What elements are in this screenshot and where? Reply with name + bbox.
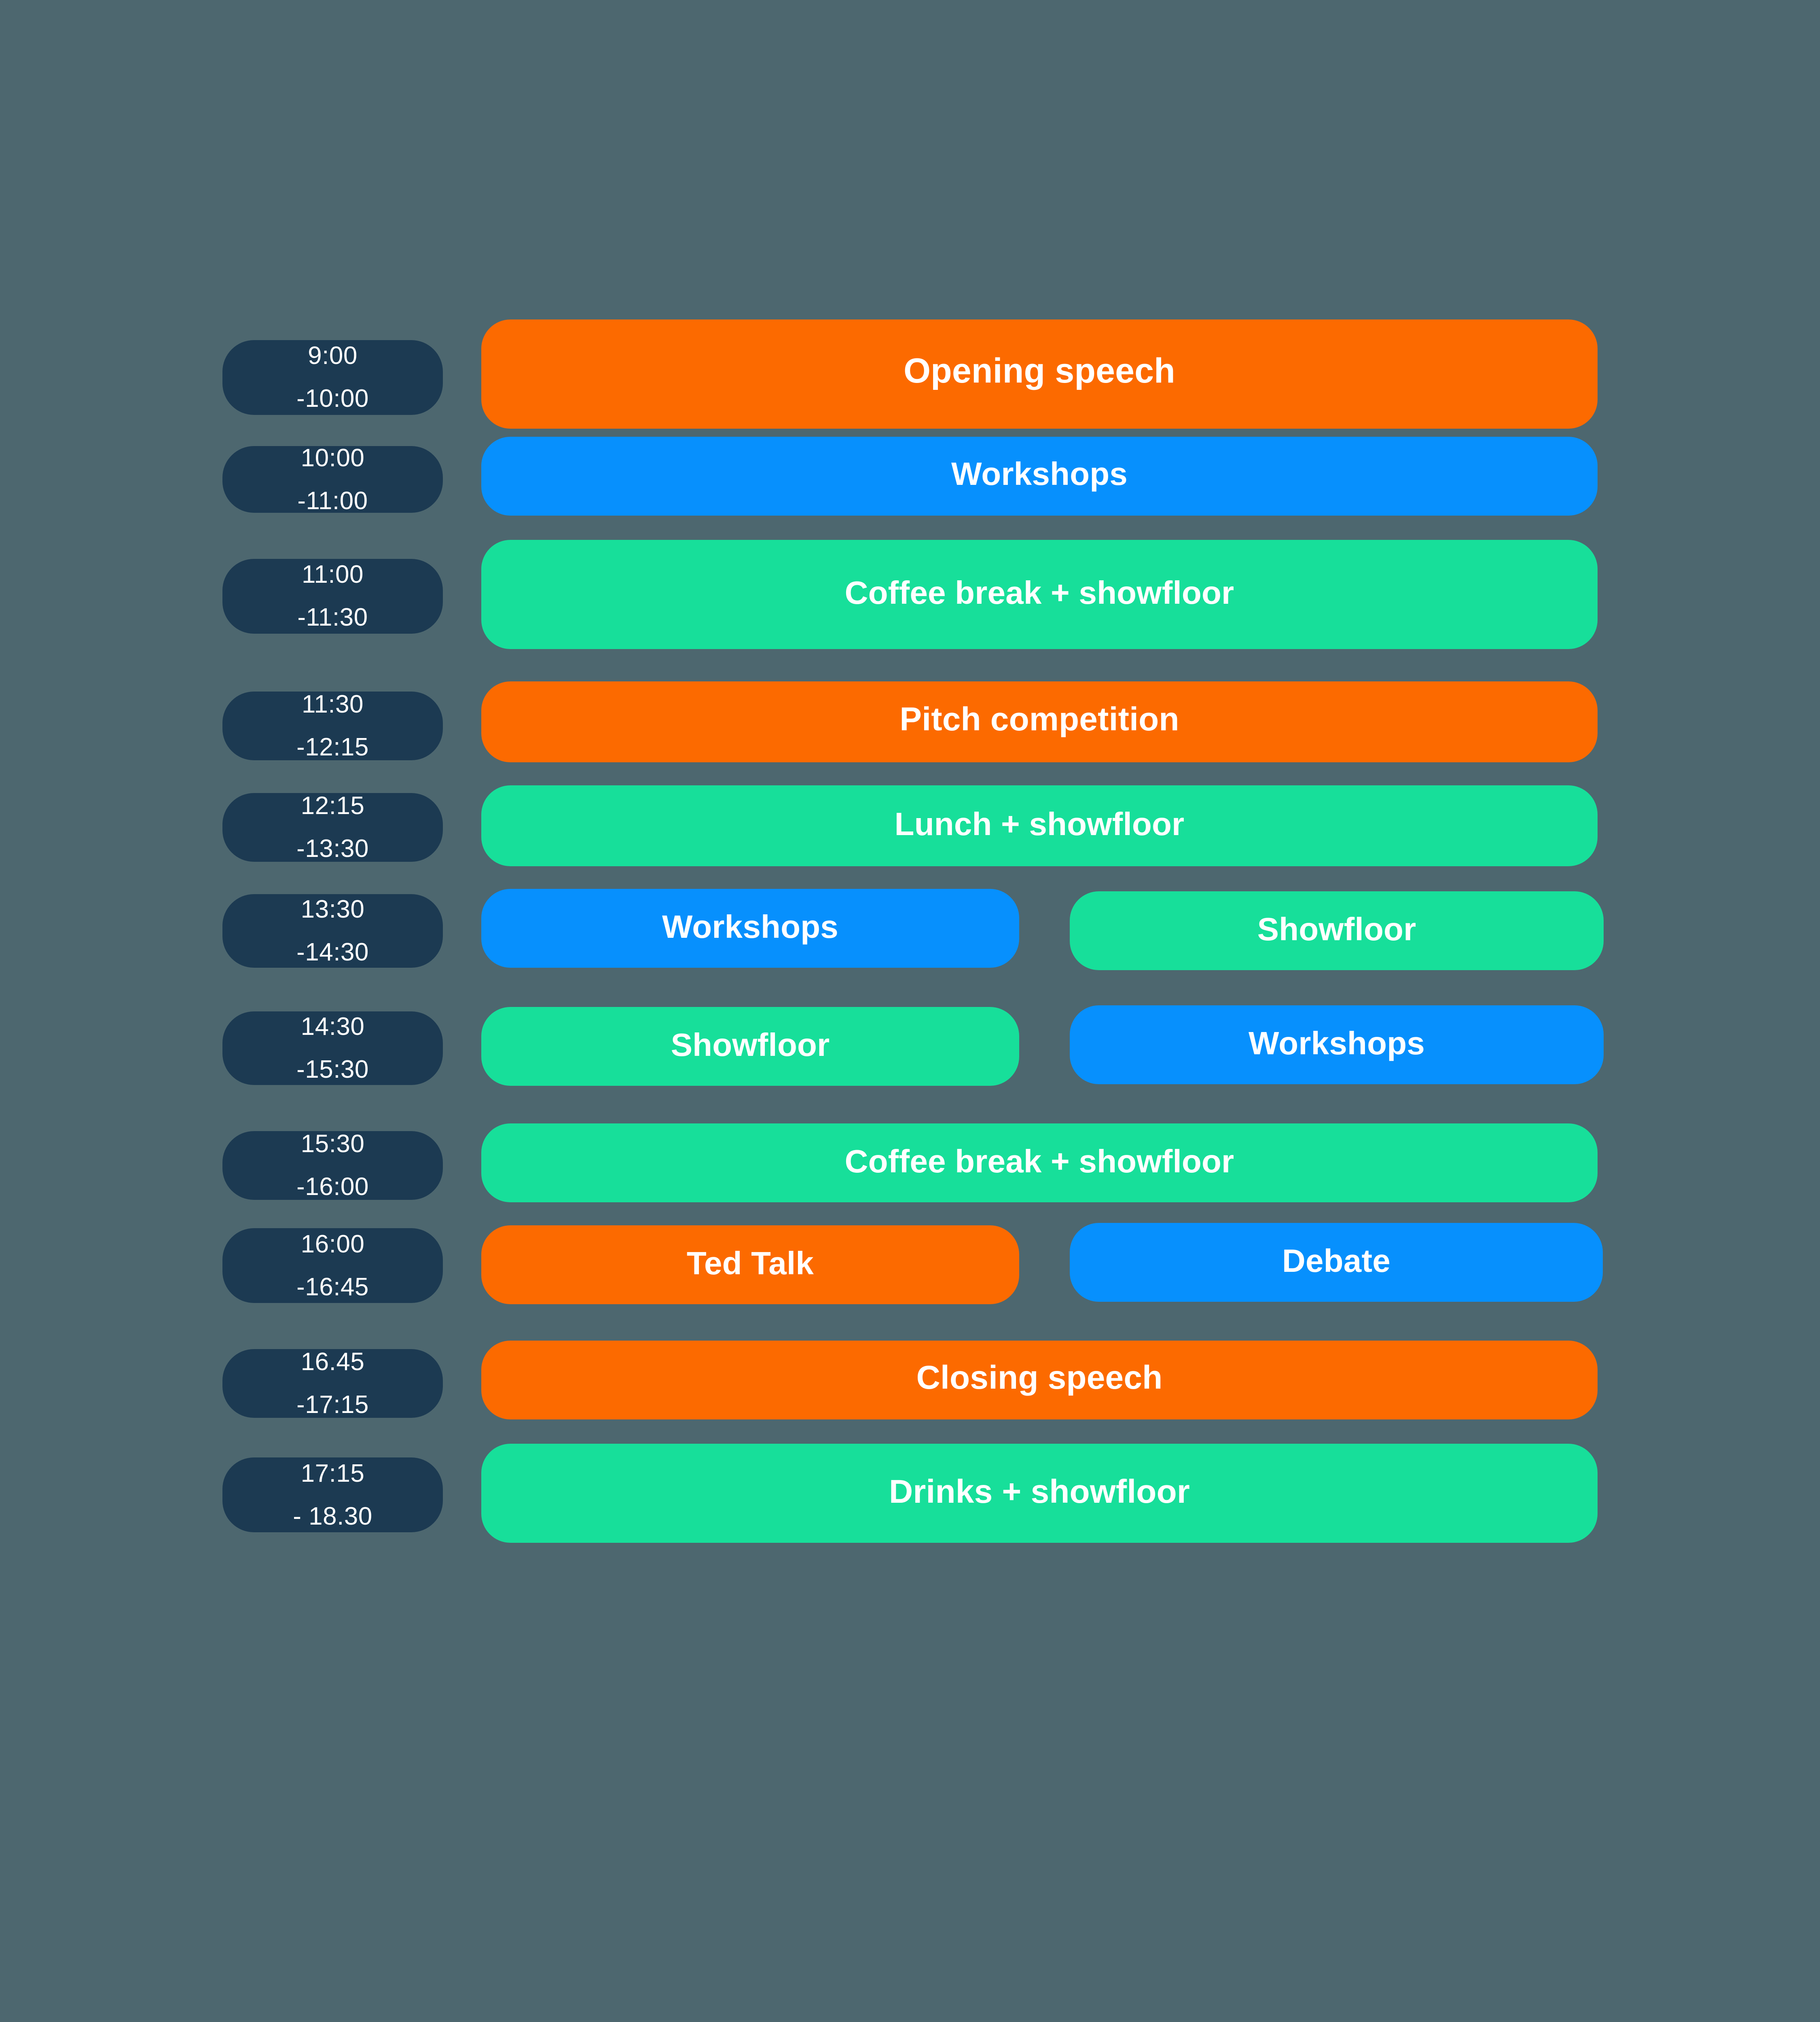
time-end: -16:00 — [296, 1172, 369, 1201]
time-start: 12:15 — [301, 792, 365, 820]
session-group: Ted Talk Debate — [481, 1223, 1603, 1304]
session-label: Debate — [1282, 1242, 1390, 1279]
session-bar[interactable]: Lunch + showfloor — [481, 785, 1598, 866]
session-label: Workshops — [951, 455, 1128, 492]
session-group: Workshops — [481, 437, 1598, 516]
session-group: Drinks + showfloor — [481, 1444, 1598, 1543]
session-bar[interactable]: Coffee break + showfloor — [481, 540, 1598, 649]
session-bar[interactable]: Ted Talk — [481, 1225, 1019, 1304]
session-group: Opening speech — [481, 319, 1598, 429]
time-end: -15:30 — [296, 1055, 369, 1083]
time-end: -13:30 — [296, 835, 369, 863]
session-label: Workshops — [662, 908, 838, 945]
session-group: Coffee break + showfloor — [481, 1123, 1598, 1202]
time-end: -10:00 — [296, 385, 369, 412]
time-block: 16.45 -17:15 — [222, 1349, 443, 1418]
schedule-row: 12:15 -13:30 Lunch + showfloor — [222, 785, 1598, 866]
session-group: Workshops Showfloor — [481, 889, 1604, 970]
time-block: 14:30 -15:30 — [222, 1011, 443, 1085]
schedule-row: 11:00 -11:30 Coffee break + showfloor — [222, 540, 1598, 649]
time-start: 16.45 — [301, 1347, 365, 1376]
time-block: 17:15 - 18.30 — [222, 1457, 443, 1532]
time-block: 9:00 -10:00 — [222, 340, 443, 415]
session-bar[interactable]: Pitch competition — [481, 681, 1598, 762]
session-label: Coffee break + showfloor — [844, 575, 1234, 611]
time-start: 9:00 — [308, 342, 358, 370]
session-bar[interactable]: Workshops — [481, 437, 1598, 516]
session-label: Showfloor — [1257, 911, 1416, 947]
session-label: Workshops — [1249, 1025, 1425, 1061]
schedule-row: 13:30 -14:30 Workshops Showfloor — [222, 889, 1604, 970]
session-label: Showfloor — [671, 1026, 830, 1063]
time-block: 15:30 -16:00 — [222, 1131, 443, 1200]
schedule-row: 15:30 -16:00 Coffee break + showfloor — [222, 1123, 1598, 1202]
schedule-row: 11:30 -12:15 Pitch competition — [222, 681, 1598, 762]
time-start: 11:00 — [301, 560, 364, 588]
session-label: Lunch + showfloor — [894, 806, 1185, 842]
time-end: -11:30 — [297, 603, 368, 631]
time-end: -17:15 — [296, 1390, 369, 1419]
time-block: 13:30 -14:30 — [222, 894, 443, 968]
time-end: -11:00 — [297, 486, 368, 515]
time-block: 10:00 -11:00 — [222, 444, 443, 515]
schedule-row: 10:00 -11:00 Workshops — [222, 437, 1598, 516]
time-start: 11:30 — [301, 690, 364, 718]
session-bar[interactable]: Drinks + showfloor — [481, 1444, 1598, 1543]
time-end: -16:45 — [296, 1273, 369, 1301]
time-block: 12:15 -13:30 — [222, 793, 443, 862]
session-group: Showfloor Workshops — [481, 1005, 1604, 1086]
time-block: 11:30 -12:15 — [222, 692, 443, 760]
session-bar[interactable]: Showfloor — [481, 1007, 1019, 1086]
schedule-row: 14:30 -15:30 Showfloor Workshops — [222, 1005, 1604, 1086]
time-start: 14:30 — [301, 1012, 365, 1041]
schedule-row: 16.45 -17:15 Closing speech — [222, 1341, 1598, 1419]
schedule-row: 9:00 -10:00 Opening speech — [222, 319, 1598, 429]
time-end: -12:15 — [296, 733, 369, 761]
session-bar[interactable]: Coffee break + showfloor — [481, 1123, 1598, 1202]
session-bar[interactable]: Debate — [1070, 1223, 1603, 1302]
session-bar[interactable]: Workshops — [481, 889, 1019, 968]
session-label: Closing speech — [916, 1359, 1163, 1396]
session-label: Coffee break + showfloor — [844, 1143, 1234, 1179]
schedule-row: 17:15 - 18.30 Drinks + showfloor — [222, 1444, 1598, 1543]
session-label: Pitch competition — [899, 701, 1179, 738]
time-end: - 18.30 — [293, 1502, 372, 1530]
schedule-row: 16:00 -16:45 Ted Talk Debate — [222, 1223, 1603, 1304]
time-block: 11:00 -11:30 — [222, 558, 443, 634]
session-label: Opening speech — [904, 351, 1175, 390]
time-start: 17:15 — [301, 1459, 365, 1487]
session-group: Lunch + showfloor — [481, 785, 1598, 866]
session-group: Coffee break + showfloor — [481, 540, 1598, 649]
session-label: Drinks + showfloor — [889, 1473, 1190, 1510]
session-bar[interactable]: Showfloor — [1070, 891, 1604, 970]
session-group: Closing speech — [481, 1341, 1598, 1419]
time-end: -14:30 — [296, 938, 369, 966]
session-group: Pitch competition — [481, 681, 1598, 762]
time-block: 16:00 -16:45 — [222, 1228, 443, 1303]
session-bar[interactable]: Opening speech — [481, 319, 1598, 429]
time-start: 15:30 — [301, 1129, 365, 1158]
session-bar[interactable]: Closing speech — [481, 1341, 1598, 1419]
session-bar[interactable]: Workshops — [1070, 1005, 1604, 1084]
time-start: 10:00 — [301, 444, 365, 472]
session-label: Ted Talk — [686, 1245, 814, 1281]
time-start: 16:00 — [301, 1230, 365, 1258]
time-start: 13:30 — [301, 895, 365, 923]
